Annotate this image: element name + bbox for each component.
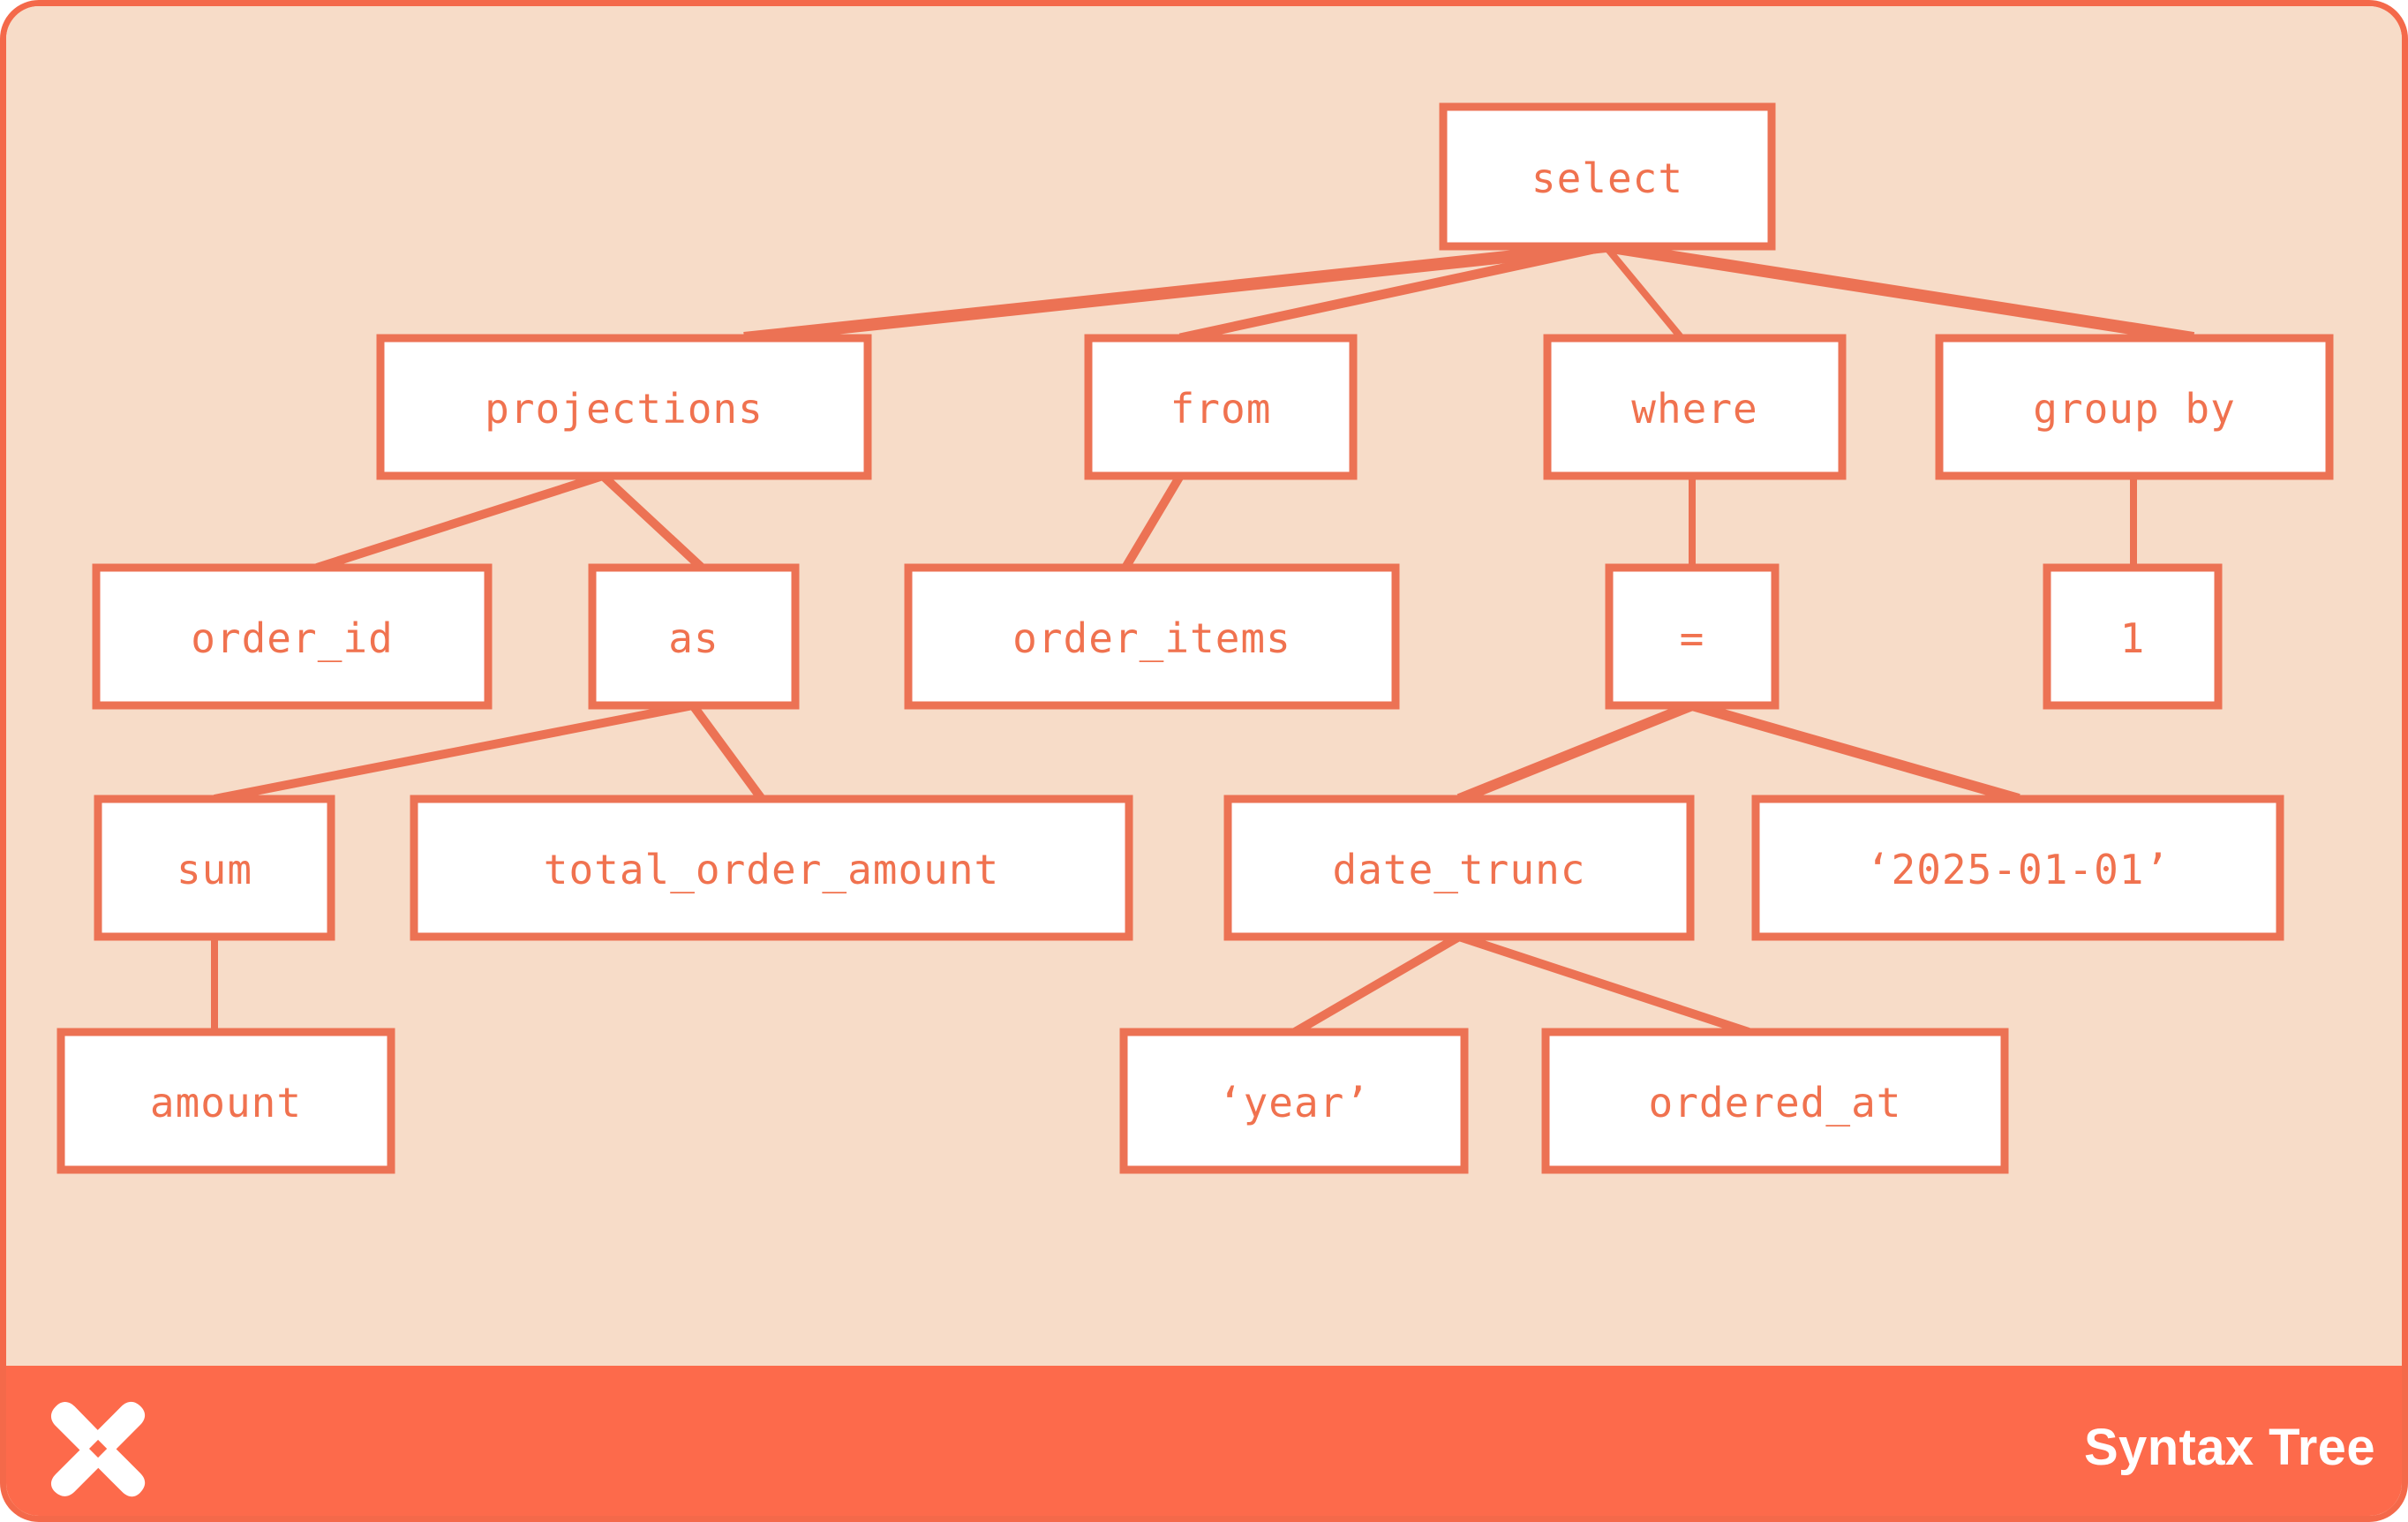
tree-node-from[interactable]: from: [1084, 334, 1358, 480]
tree-node-select[interactable]: select: [1439, 102, 1776, 251]
tree-node-label: ordered_at: [1649, 1079, 1902, 1126]
tree-edge-equals-to-date_literal: [1690, 700, 2020, 804]
tree-edge-select-to-projections: [743, 240, 1607, 344]
tree-edge-select-to-group_by: [1604, 240, 2195, 344]
footer-title: Syntax Tree: [2083, 1418, 2375, 1476]
tree-node-total_order_amount[interactable]: total_order_amount: [410, 795, 1133, 941]
tree-node-box: [1543, 334, 1847, 480]
tree-node-projections[interactable]: projections: [376, 334, 872, 480]
tree-node-label: sum: [177, 846, 252, 893]
tree-node-one[interactable]: 1: [2043, 563, 2223, 710]
tree-node-label: where: [1631, 385, 1757, 433]
tree-edge-projections-to-as: [599, 472, 705, 571]
tree-node-label: select: [1531, 154, 1683, 202]
tree-node-label: date_trunc: [1333, 846, 1586, 893]
tree-node-where[interactable]: where: [1543, 334, 1847, 480]
tree-node-label: =: [1680, 614, 1705, 662]
tree-node-box: [1605, 563, 1780, 710]
tree-node-order_id[interactable]: order_id: [92, 563, 493, 710]
tree-node-label: projections: [485, 385, 764, 433]
tree-canvas: select projections from where group by order_…: [6, 6, 2402, 1366]
tree-node-date_trunc[interactable]: date_trunc: [1223, 795, 1695, 941]
tree-edges: [211, 240, 2195, 1036]
tree-node-box: [588, 563, 800, 710]
tree-nodes: select projections from where group by order_…: [56, 102, 2334, 1174]
tree-edge-projections-to-order_id: [315, 471, 605, 572]
tree-node-box: [1751, 795, 2284, 941]
tree-node-amount[interactable]: amount: [56, 1028, 395, 1174]
tree-edge-date_trunc-to-ordered_at: [1457, 932, 1750, 1036]
tree-node-label: 1: [2120, 614, 2146, 662]
tree-node-label: ‘2025-01-01’: [1866, 846, 2170, 893]
tree-node-label: group by: [2033, 385, 2236, 433]
tree-node-box: [56, 1028, 395, 1174]
tree-node-box: [94, 795, 335, 941]
tree-edge-as-to-sum: [214, 701, 694, 803]
tree-node-as[interactable]: as: [588, 563, 800, 710]
tree-node-box: [410, 795, 1133, 941]
tree-node-year_literal[interactable]: ‘year’: [1119, 1028, 1469, 1174]
tree-node-order_items[interactable]: order_items: [904, 563, 1400, 710]
tree-node-label: total_order_amount: [544, 846, 1000, 893]
syntax-tree-graph: select projections from where group by order_…: [56, 102, 2334, 1174]
tree-edge-select-to-from: [1178, 241, 1607, 343]
tree-node-box: [1223, 795, 1695, 941]
footer-bar: Syntax Tree: [6, 1366, 2402, 1516]
tree-node-box: [1541, 1028, 2009, 1174]
tree-edge-equals-to-date_trunc: [1456, 700, 1695, 804]
tree-node-box: [1084, 334, 1358, 480]
tree-node-equals[interactable]: =: [1605, 563, 1780, 710]
tree-node-label: order_items: [1012, 614, 1291, 662]
tree-node-label: from: [1170, 385, 1272, 433]
tree-node-box: [2043, 563, 2223, 710]
tree-node-group_by[interactable]: group by: [1935, 334, 2334, 480]
tree-node-box: [904, 563, 1400, 710]
tree-node-date_literal[interactable]: ‘2025-01-01’: [1751, 795, 2284, 941]
tree-node-label: as: [668, 614, 719, 662]
tree-node-label: amount: [150, 1079, 302, 1126]
tree-edge-date_trunc-to-year_literal: [1292, 932, 1462, 1036]
tree-node-box: [92, 563, 493, 710]
tree-node-box: [1119, 1028, 1469, 1174]
tree-node-label: order_id: [191, 614, 394, 662]
sqlmesh-x-logo-icon: [50, 1401, 146, 1497]
tree-node-box: [1439, 102, 1776, 251]
tree-edge-select-to-where: [1602, 244, 1685, 341]
tree-node-sum[interactable]: sum: [94, 795, 335, 941]
tree-node-box: [1935, 334, 2334, 480]
tree-node-label: ‘year’: [1218, 1079, 1370, 1126]
tree-edge-from-to-order_items: [1121, 473, 1185, 570]
tree-node-box: [376, 334, 872, 480]
tree-edge-as-to-total_order_amount: [689, 703, 766, 802]
tree-node-ordered_at[interactable]: ordered_at: [1541, 1028, 2009, 1174]
